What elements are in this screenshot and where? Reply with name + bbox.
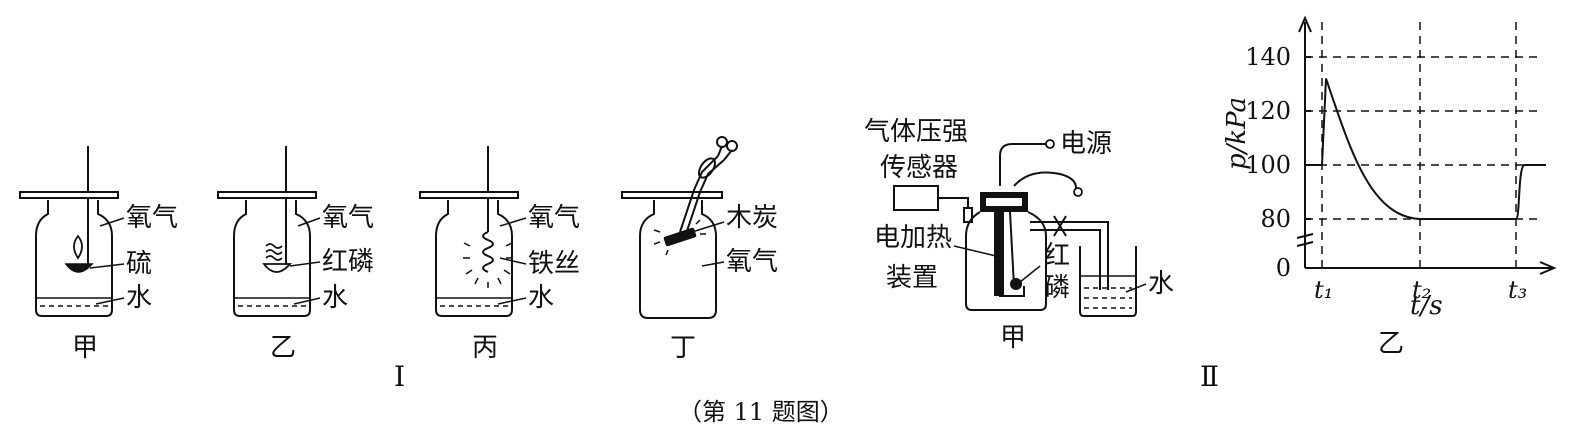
y-tick-label: 120 (1245, 97, 1291, 125)
part-two-numeral: Ⅱ (1200, 360, 1219, 393)
setup-ding-charcoal: 木炭 氧气 丁 (621, 136, 778, 363)
smoke-icon (265, 243, 283, 261)
delivery-tube (1030, 221, 1109, 290)
power-wire-2 (1013, 171, 1077, 189)
y-tick-label: 0 (1276, 254, 1291, 282)
leader-line (95, 297, 125, 305)
x-tick-label: t₂ (1412, 276, 1431, 304)
pressure-sensor-box (893, 185, 939, 211)
leader-line (1019, 265, 1041, 283)
y-tick-label: 80 (1260, 205, 1291, 233)
label-red-phosphorus-line1: 红 (1044, 241, 1070, 271)
label-sulfur: 硫 (126, 249, 152, 279)
heater-wire (1009, 211, 1015, 287)
label-charcoal: 木炭 (726, 203, 778, 233)
spoon-icon (262, 263, 292, 273)
leader-line (89, 263, 125, 269)
leader-line (297, 217, 321, 227)
leader-line (289, 261, 321, 267)
caption-bing: 丙 (472, 333, 498, 363)
charcoal-icon (663, 227, 697, 247)
caption-apparatus-jia: 甲 (1000, 323, 1026, 353)
y-axis-break (1296, 233, 1314, 247)
label-pressure-sensor-line1: 气体压强 (864, 117, 968, 147)
glow-rays-icon (653, 219, 706, 256)
leader-line (293, 297, 321, 305)
setup-yi-red-phosphorus: 氧气 红磷 水 乙 (217, 146, 374, 363)
tongs-tip (726, 140, 738, 152)
leader-line (99, 217, 125, 227)
y-axis-label: p/kPa (1222, 97, 1252, 170)
leader-line (499, 257, 527, 265)
clamp-icon (1053, 215, 1067, 237)
gas-bottle (639, 200, 717, 319)
label-water: 水 (126, 283, 152, 313)
leader-line (701, 261, 725, 267)
y-axis-arrow (1298, 15, 1312, 33)
sensor-probe (963, 207, 973, 223)
pressure-time-chart: 0 80 100 120 140 t₁ t₂ t₃ p/kPa t/s (1222, 15, 1557, 321)
label-oxygen: 氧气 (322, 203, 374, 233)
label-electric-heater-line2: 装置 (886, 263, 938, 293)
beaker (1079, 246, 1137, 317)
x-axis-label: t/s (1410, 291, 1443, 321)
caption-ding: 丁 (670, 333, 696, 363)
heater-rod (994, 212, 1004, 296)
spoon-icon (64, 263, 94, 273)
glass-lid (419, 191, 519, 199)
leader-line (499, 217, 527, 227)
flame-icon (73, 234, 83, 260)
tongs-handle-ring (698, 157, 716, 179)
power-terminal (1073, 187, 1083, 197)
label-pressure-sensor-line2: 传感器 (880, 153, 958, 183)
x-tick-label: t₃ (1508, 276, 1527, 304)
tongs-arm (723, 149, 733, 161)
label-red-phosphorus: 红磷 (322, 247, 374, 277)
label-red-phosphorus-line2: 磷 (1044, 273, 1070, 303)
sparks-icon (463, 242, 513, 288)
gas-bottle (233, 200, 311, 317)
apparatus-jia: 气体压强 传感器 电源 电加热 装置 红 磷 水 甲 (864, 117, 1174, 353)
label-iron-wire: 铁丝 (528, 249, 580, 279)
label-oxygen: 氧气 (726, 247, 778, 277)
glass-lid (217, 191, 317, 199)
label-power-supply: 电源 (1060, 129, 1112, 159)
caption-graph-yi: 乙 (1378, 329, 1404, 359)
setup-bing-iron-wire: 氧气 铁丝 水 丙 (419, 146, 580, 363)
y-tick-label: 140 (1245, 43, 1291, 71)
setup-jia-sulfur: 氧气 硫 水 甲 (19, 146, 178, 363)
label-oxygen: 氧气 (126, 203, 178, 233)
leader-line (497, 297, 527, 305)
leader-line (953, 245, 997, 257)
power-terminal (1045, 139, 1055, 149)
label-water: 水 (322, 283, 348, 313)
part-one-numeral: Ⅰ (394, 360, 405, 393)
tongs-arm (717, 145, 723, 157)
stopper-highlight (986, 198, 1022, 206)
glass-lid (19, 191, 119, 199)
leader-line (691, 221, 725, 233)
power-wire (999, 143, 1046, 186)
x-axis-arrow (1539, 261, 1557, 275)
glass-lid (621, 191, 723, 199)
tongs-tip (716, 136, 728, 148)
phosphorus-cup (999, 286, 1025, 297)
figure-caption: （第 11 题图） (678, 398, 844, 426)
iron-wire-coil-icon (482, 231, 494, 273)
leader-line (1125, 283, 1147, 293)
gas-bottle (435, 200, 513, 317)
label-water: 水 (528, 283, 554, 313)
caption-jia: 甲 (72, 333, 98, 363)
pressure-curve (1305, 78, 1546, 220)
gas-bottle (35, 200, 113, 317)
crucible-tongs-icon (679, 155, 725, 235)
label-water: 水 (1148, 269, 1174, 299)
label-oxygen: 氧气 (528, 203, 580, 233)
label-electric-heater-line1: 电加热 (874, 223, 952, 253)
red-phosphorus-icon (1010, 278, 1022, 290)
y-tick-label: 100 (1245, 151, 1291, 179)
x-tick-label: t₁ (1314, 276, 1333, 304)
caption-yi: 乙 (270, 333, 296, 363)
